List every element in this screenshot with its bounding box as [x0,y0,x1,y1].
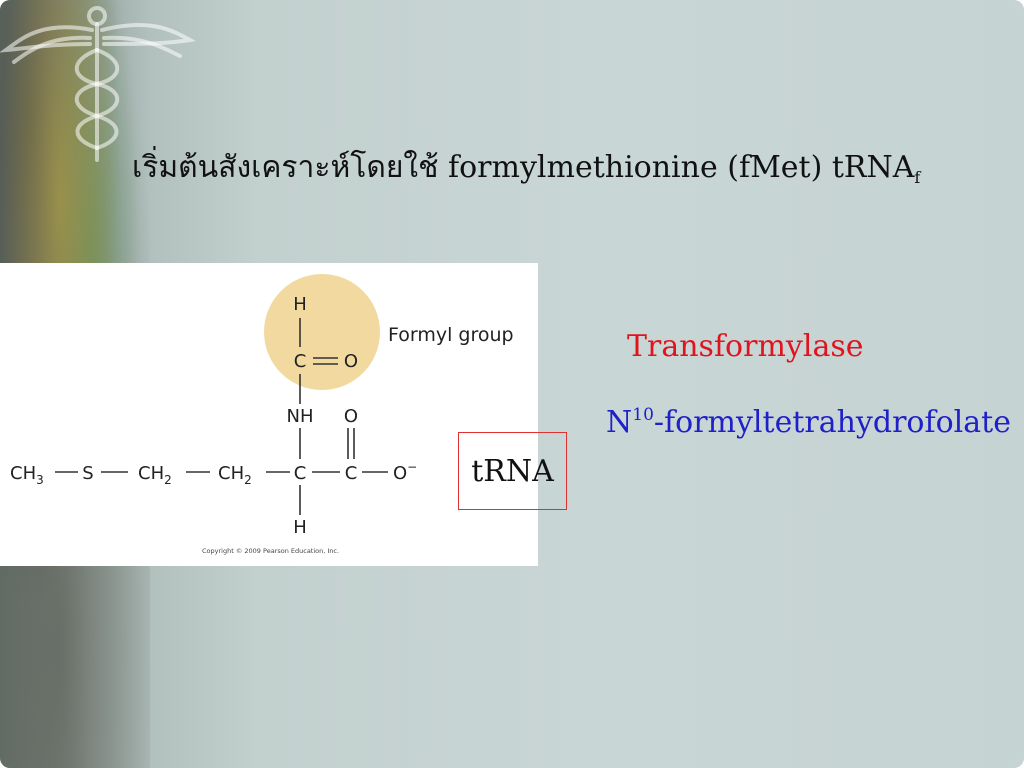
atom-nh: NH [287,406,314,427]
cofactor-superscript: 10 [632,405,654,425]
title-subscript: f [914,168,921,187]
atom-o-carbonyl: O [344,406,358,427]
atom-h-bottom: H [293,517,307,538]
atom-c-carboxyl: C [345,463,358,484]
atom-o-minus: O [393,463,407,484]
slide-title: เริ่มต้นสังเคราะห์โดยใช้ formylmethionin… [132,144,1012,191]
formyl-highlight-circle [264,274,380,390]
copyright-text: Copyright © 2009 Pearson Education, Inc. [202,547,339,555]
atom-ch3: CH [10,463,36,484]
atom-o-formyl: O [344,351,358,372]
atom-ch2a-sub: 2 [164,473,172,487]
atom-s: S [82,463,93,484]
cofactor-suffix: -formyltetrahydrofolate [653,405,1011,440]
enzyme-label: Transformylase [627,329,864,364]
formyl-group-label: Formyl group [388,324,514,346]
cofactor-prefix: N [606,405,633,440]
atom-h-top: H [293,294,307,315]
atom-c-formyl: C [294,351,307,372]
trna-label-box: tRNA [458,432,567,510]
atom-ch2a: CH [138,463,164,484]
caduceus-icon [0,6,197,162]
atom-ch2b: CH [218,463,244,484]
fmet-structure-figure: H C O NH O C C H S CH3 CH2 CH2 O− Formyl… [0,263,538,566]
atom-ch3-sub: 3 [36,473,44,487]
svg-text:CH2: CH2 [218,463,252,487]
cofactor-label: N10-formyltetrahydrofolate [606,405,1011,440]
minus-charge: − [407,460,417,474]
svg-text:O−: O− [393,460,417,484]
title-thai: เริ่มต้นสังเคราะห์โดยใช้ [132,150,439,185]
atom-c-alpha: C [294,463,307,484]
atom-ch2b-sub: 2 [244,473,252,487]
svg-text:CH3: CH3 [10,463,44,487]
title-term: formylmethionine (fMet) tRNA [448,150,915,185]
trna-label: tRNA [471,453,554,489]
svg-text:CH2: CH2 [138,463,172,487]
